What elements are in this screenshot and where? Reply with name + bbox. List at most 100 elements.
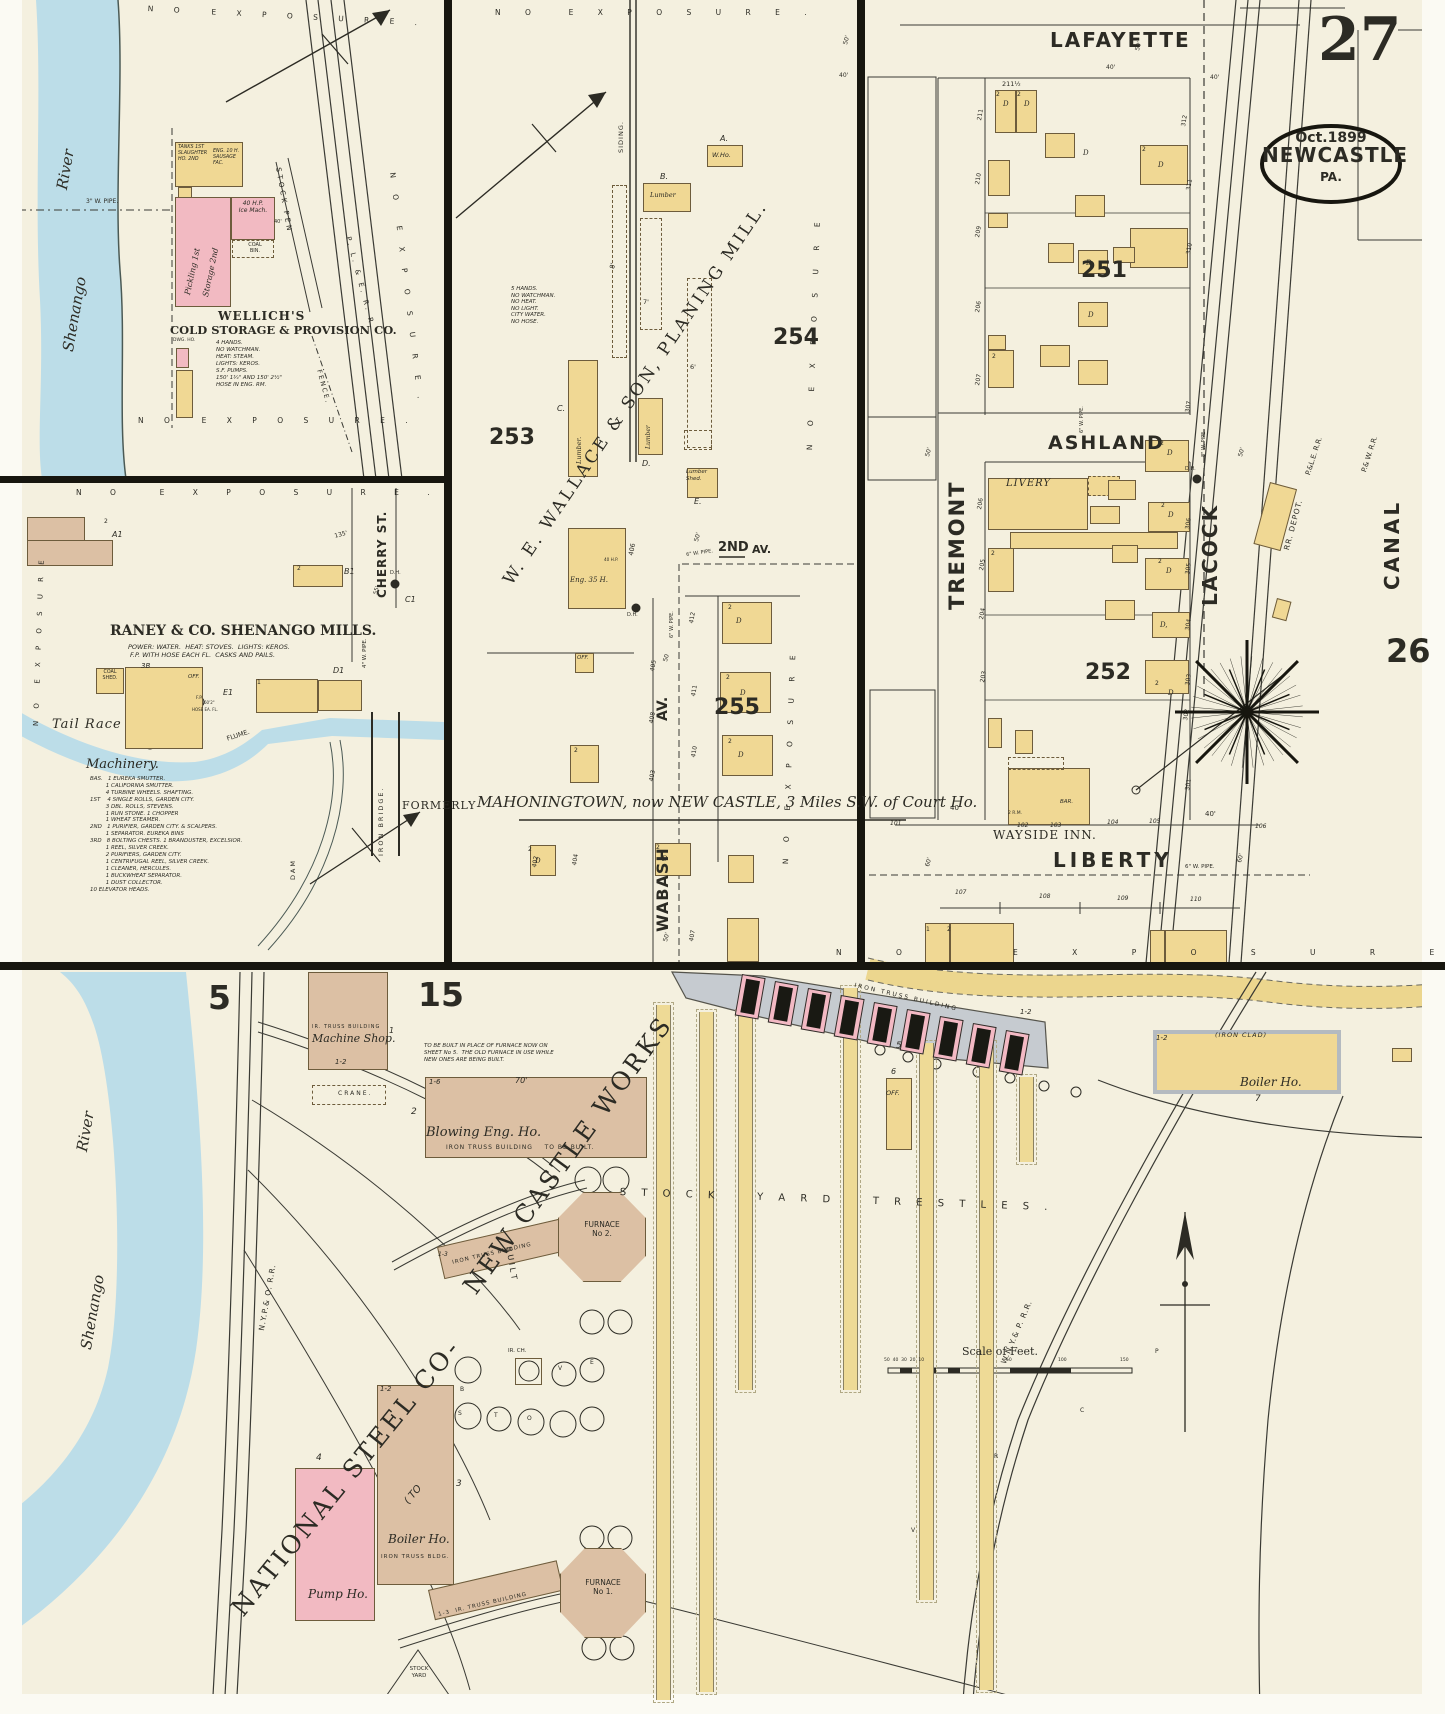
geo-circle-35 <box>1038 1080 1050 1092</box>
compass-star-ray <box>1246 711 1254 768</box>
compass-star-ray <box>1193 696 1248 713</box>
building-53 <box>988 548 1014 592</box>
geo-circle-25 <box>486 1406 512 1432</box>
geo-path-68 <box>867 76 937 418</box>
geo-circle-9 <box>1192 474 1202 484</box>
stockyard-trestle-3 <box>840 985 861 1393</box>
panel-border-1 <box>444 0 452 969</box>
geo-path-70 <box>869 689 936 819</box>
street-ashland: ASHLAND <box>1048 432 1165 454</box>
compass-star-ray <box>1246 711 1284 756</box>
building-18 <box>687 468 718 498</box>
stockyard-trestle-5 <box>976 1040 997 1693</box>
geo-circle-27 <box>549 1410 577 1438</box>
compass-star-ray <box>1211 711 1248 756</box>
geo-circle-19 <box>609 1635 635 1661</box>
compass-star-ray <box>1228 711 1248 755</box>
map-label: 40 H.P. Ice Mach. <box>238 200 268 214</box>
map-label: D <box>1024 100 1030 108</box>
map-label: 6" W. PIPE. <box>669 611 675 638</box>
panel-border-2 <box>857 0 865 969</box>
map-label: V <box>558 1365 563 1372</box>
compass-star-ray <box>1191 706 1248 713</box>
geo-path-35 <box>351 827 381 863</box>
map-label: B. <box>660 172 669 181</box>
building-2 <box>175 197 231 307</box>
boiler-ho-right: Boiler Ho. <box>1240 1075 1302 1089</box>
compass-star-ray <box>1246 684 1297 713</box>
geo-path-9 <box>343 0 403 480</box>
building-75 <box>425 1077 647 1158</box>
compass-star-ray <box>1246 669 1266 713</box>
map-label: 2 <box>996 91 1000 98</box>
building-16 <box>568 360 598 477</box>
map-label: 2 <box>726 674 730 681</box>
map-label: COAL SHED. <box>102 670 118 681</box>
building-49 <box>988 478 1088 530</box>
geo-rect-8 <box>0 1694 1445 1714</box>
map-label: B1 <box>344 567 355 576</box>
geo-circle-7 <box>390 579 400 589</box>
map-label: 7 <box>1255 1094 1261 1104</box>
compass-star-ray <box>1246 694 1301 713</box>
slaughter-notes: TANKS 1ST SLAUGHTER HO. 2ND <box>178 145 208 162</box>
map-label: BAR. <box>1060 799 1074 805</box>
compass-star-ray <box>1245 660 1299 714</box>
building-41 <box>1045 133 1075 158</box>
scale-title: Scale of Feet. <box>962 1345 1038 1358</box>
map-label: 2 R.M. <box>1008 811 1023 816</box>
street-2nd: 2ND <box>718 540 749 555</box>
map-label: 2 <box>1160 440 1164 447</box>
map-label: 106 <box>1255 823 1267 830</box>
geo-path-95 <box>1176 1212 1194 1260</box>
map-label: 40' <box>1106 64 1116 71</box>
livery: LIVERY <box>1006 478 1051 489</box>
map-label: 6' <box>690 363 696 371</box>
geo-path-5 <box>0 972 204 1642</box>
geo-circle-11 <box>574 1166 602 1194</box>
map-label: Lumber <box>650 191 676 199</box>
geo-circle-34 <box>1004 1072 1016 1084</box>
compass-star-ray <box>1246 662 1274 713</box>
compass-star-ray <box>1229 658 1248 713</box>
building-42 <box>1075 195 1105 217</box>
map-label: 1 <box>257 679 261 686</box>
building-14 <box>707 145 743 167</box>
geo-rect-2 <box>900 1368 912 1373</box>
geo-circle-14 <box>607 1309 633 1335</box>
compass-star-ray <box>1191 711 1248 719</box>
building-27 <box>720 672 771 713</box>
street-tremont: TREMONT <box>945 480 969 611</box>
geo-path-83 <box>391 1179 586 1263</box>
map-label: N O E X P O S U R E . <box>495 8 818 17</box>
building-38 <box>988 350 1014 388</box>
geo-path-6 <box>305 0 365 480</box>
block-251: 251 <box>1081 258 1127 283</box>
geo-circle-30 <box>874 1044 886 1056</box>
map-label: HOSE EA. FL. <box>192 707 219 712</box>
geo-path-22 <box>531 123 557 153</box>
wellichs-title2: COLD STORAGE & PROVISION CO. <box>170 323 397 337</box>
compass-star-ray <box>1246 711 1291 748</box>
map-label: DAM <box>289 859 297 880</box>
boiler-ho-center: Boiler Ho. <box>388 1532 450 1546</box>
map-label: 101 <box>890 820 902 827</box>
geo-path-89 <box>1258 1095 1344 1714</box>
map-label: T <box>494 1412 498 1419</box>
map-label: S <box>458 1410 462 1417</box>
geo-path-72 <box>867 957 1445 987</box>
map-label: V <box>911 1527 916 1534</box>
map-label: IRON TRUSS BLDG. <box>381 1554 450 1560</box>
wellichs-notes: 4 HANDS. NO WATCHMAN. HEAT: STEAM. LIGHT… <box>216 340 282 388</box>
geo-path-4 <box>257 741 334 947</box>
building-5 <box>176 348 189 368</box>
building-13 <box>318 680 362 711</box>
map-label: 40' <box>274 219 282 225</box>
map-label: 1 <box>389 1026 395 1035</box>
building-0 <box>175 142 243 187</box>
map-label: 40' <box>1210 74 1220 81</box>
compass-star-ray <box>1228 669 1248 713</box>
geo-path-13 <box>225 9 391 103</box>
compass-star-ray <box>1246 711 1265 766</box>
map-label: 1-2 <box>1156 1034 1168 1042</box>
